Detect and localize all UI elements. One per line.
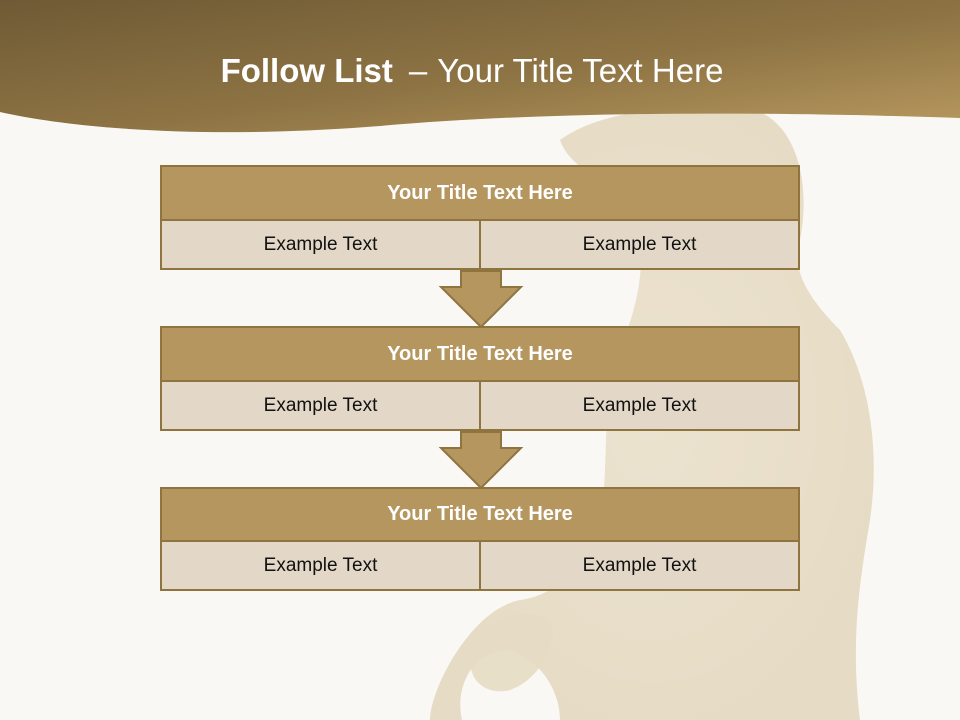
header-band: [0, 0, 960, 133]
block-cell-left: Example Text: [162, 382, 479, 429]
title-bold-part: Follow List: [220, 52, 393, 89]
block-cell-right: Example Text: [479, 542, 798, 589]
block-cell-left: Example Text: [162, 542, 479, 589]
block-row: Example Text Example Text: [160, 221, 800, 270]
list-block-3: Your Title Text Here Example Text Exampl…: [160, 487, 800, 591]
list-block-1: Your Title Text Here Example Text Exampl…: [160, 165, 800, 270]
block-title: Your Title Text Here: [160, 165, 800, 221]
title-separator: –: [408, 52, 428, 89]
block-row: Example Text Example Text: [160, 382, 800, 431]
title-rest-part: Your Title Text Here: [437, 52, 724, 89]
slide-title: Follow List–Your Title Text Here: [0, 52, 944, 90]
list-block-2: Your Title Text Here Example Text Exampl…: [160, 326, 800, 431]
down-arrow-icon: [438, 431, 524, 490]
block-cell-left: Example Text: [162, 221, 479, 268]
block-title: Your Title Text Here: [160, 326, 800, 382]
block-cell-right: Example Text: [479, 221, 798, 268]
block-cell-right: Example Text: [479, 382, 798, 429]
block-row: Example Text Example Text: [160, 542, 800, 591]
block-title: Your Title Text Here: [160, 487, 800, 542]
down-arrow-icon: [438, 270, 524, 329]
